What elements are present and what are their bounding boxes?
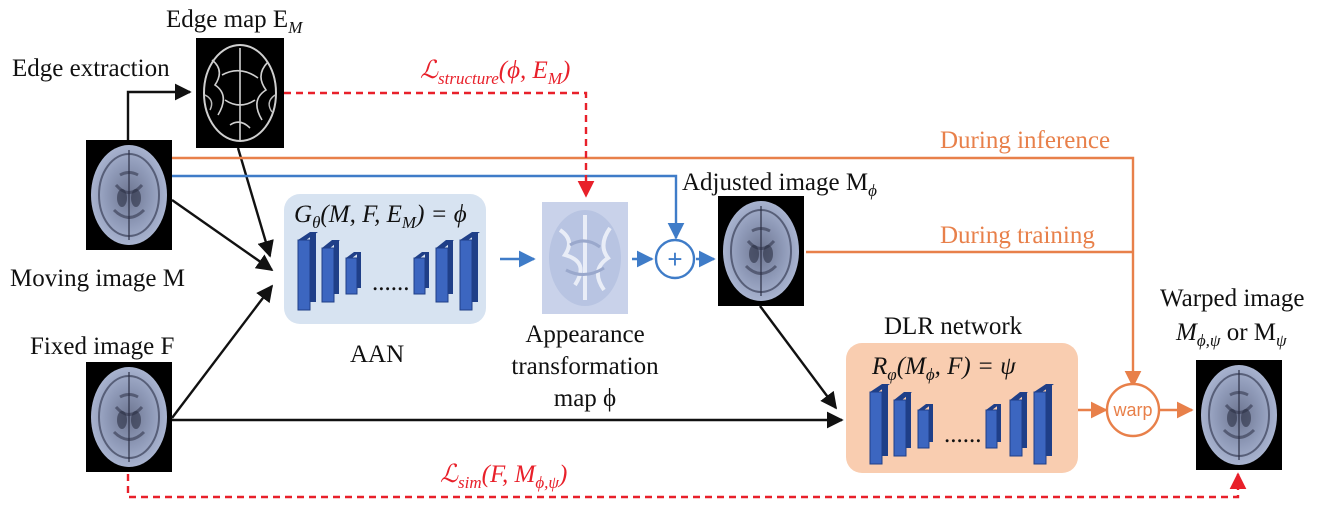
dlr-encoder-decoder-blocks: ...... — [869, 384, 1054, 465]
edge-map-label: Edge map EM — [166, 6, 303, 37]
appearance-label-line2: transformation — [511, 353, 659, 380]
svg-text:+: + — [667, 244, 682, 274]
edge-extraction-label: Edge extraction — [12, 55, 170, 82]
during-inference-label: During inference — [940, 127, 1110, 154]
dlr-ellipsis: ...... — [944, 421, 982, 448]
blue-arrows — [172, 174, 716, 268]
aan-label: AAN — [350, 341, 404, 368]
adjusted-image-thumbnail — [716, 194, 806, 308]
appearance-label-line3: map ϕ — [554, 385, 616, 412]
warped-image-thumbnail — [1194, 358, 1284, 472]
warp-circle-icon: warp — [1105, 382, 1161, 438]
black-arrows — [126, 83, 844, 429]
warped-image-label-line1: Warped image — [1160, 285, 1304, 312]
dlr-equation: Rφ(Mϕ, F) = ψ — [871, 353, 1016, 384]
arrow-moving-to-plus — [172, 174, 685, 240]
moving-image-thumbnail — [84, 138, 174, 252]
appearance-map-icon — [542, 202, 628, 314]
sim-loss-line — [126, 472, 1247, 499]
moving-image-label: Moving image M — [10, 265, 185, 292]
fixed-image-label: Fixed image F — [30, 333, 174, 360]
sim-loss-label: ℒsim(F, Mϕ,ψ) — [440, 461, 567, 492]
svg-text:warp: warp — [1112, 400, 1152, 420]
aan-ellipsis: ...... — [372, 269, 410, 296]
warped-image-label-line2: Mϕ,ψ or Mψ — [1175, 319, 1287, 350]
arrow-fixed-to-aan — [171, 284, 274, 419]
structure-loss-line — [284, 91, 595, 198]
structure-loss-label: ℒstructure(ϕ, EM) — [420, 57, 570, 88]
aan-equation: Gθ(M, F, EM) = ϕ — [294, 201, 467, 232]
arrow-inference-path — [172, 156, 1142, 388]
arrow-moving-to-edge — [126, 83, 192, 140]
appearance-label-line1: Appearance — [525, 321, 644, 348]
aan-encoder-decoder-blocks: ...... — [297, 232, 480, 311]
arrow-edge-to-aan — [236, 147, 274, 258]
adjusted-image-label: Adjusted image Mϕ — [682, 169, 877, 200]
plus-circle-icon: + — [654, 238, 696, 280]
during-training-label: During training — [940, 222, 1095, 249]
fixed-image-thumbnail — [84, 360, 174, 474]
red-loss-lines — [126, 91, 1247, 499]
arrow-moving-to-aan — [171, 199, 274, 271]
arrow-adjusted-to-dlr — [759, 305, 838, 410]
dlr-network-label: DLR network — [884, 313, 1023, 340]
edge-map-icon — [196, 38, 284, 148]
orange-arrows — [172, 156, 1194, 419]
